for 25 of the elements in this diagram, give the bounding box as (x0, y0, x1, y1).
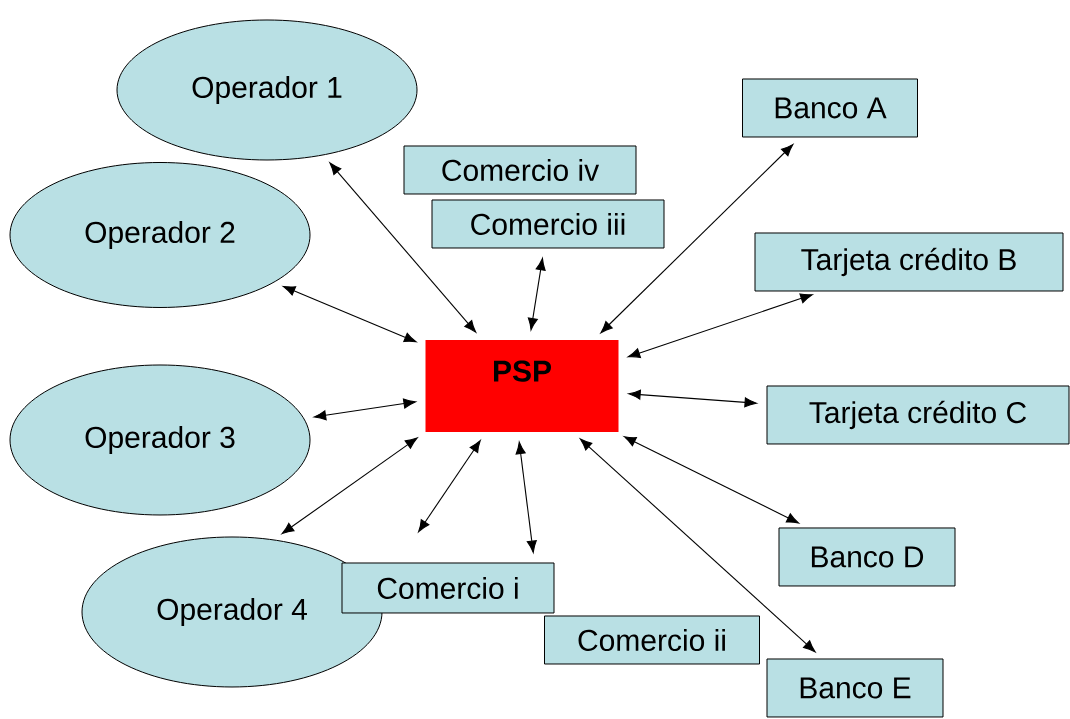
label-box: Tarjeta crédito C (766, 385, 1070, 445)
arrow (515, 441, 537, 553)
label-box: Comercio ii (544, 615, 760, 665)
arrow (600, 144, 794, 334)
ellipse-node: Operador 3 (9, 364, 311, 516)
label-box: Banco E (766, 658, 944, 718)
arrow (329, 162, 477, 333)
arrow (623, 436, 799, 524)
process-box: PSP (425, 340, 619, 432)
label-box: Comercio i (341, 562, 555, 614)
label-box: Comercio iv (403, 145, 637, 195)
arrow (579, 438, 816, 653)
arrow (313, 398, 416, 421)
ellipse-node: Operador 2 (9, 162, 311, 308)
arrow (418, 440, 481, 533)
label-box: Banco A (742, 78, 918, 138)
arrow (281, 437, 418, 535)
label-box: Tarjeta crédito B (754, 232, 1064, 292)
arrow (282, 285, 417, 343)
arrow (627, 293, 813, 359)
ellipse-node: Operador 1 (116, 19, 418, 161)
arrow (527, 257, 546, 331)
label-box: Comercio iii (431, 199, 665, 249)
label-box: Banco D (778, 527, 956, 587)
arrow (628, 389, 757, 408)
